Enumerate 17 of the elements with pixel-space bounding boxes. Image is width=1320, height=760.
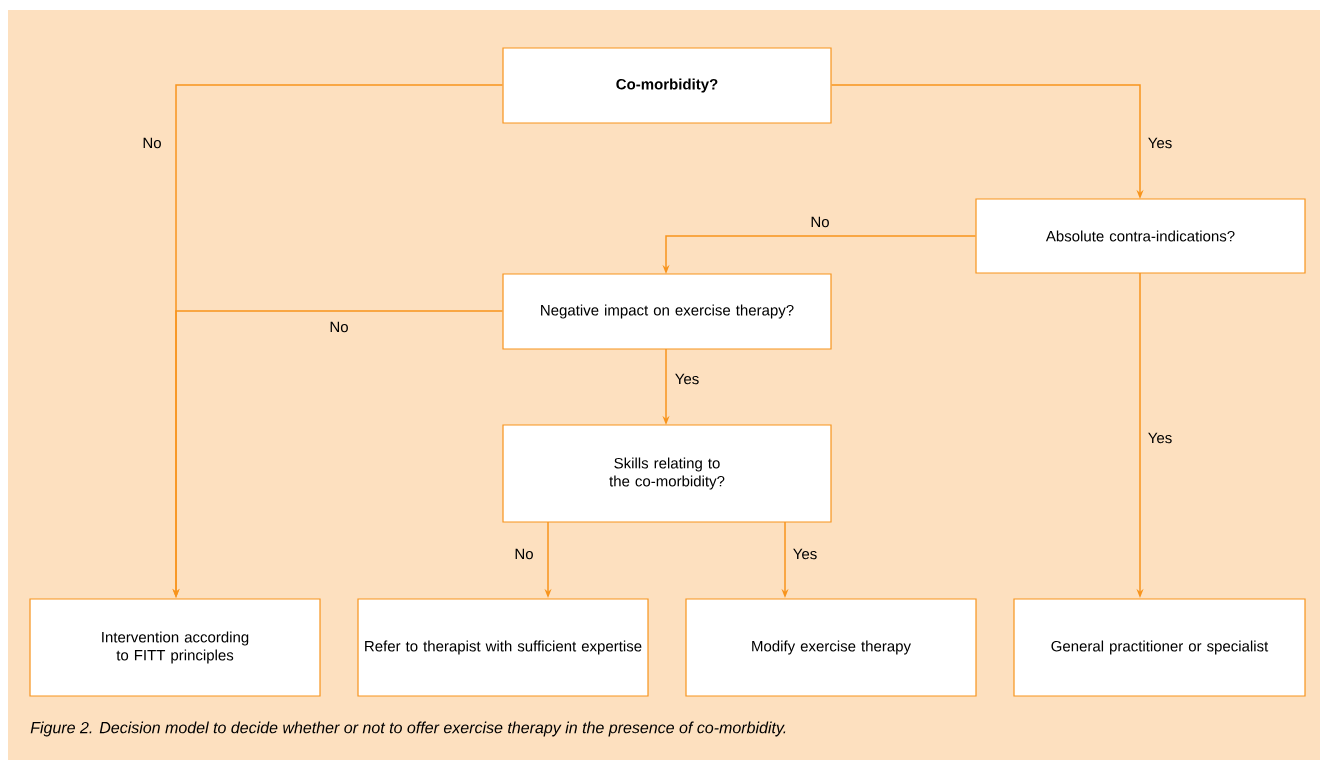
process-box: Skills relating to the co-morbidity? — [502, 424, 832, 523]
edge-label: Yes — [1148, 432, 1172, 444]
caption: Figure 2. Decision model to decide whether or not to offer exercise therapy in the presence of co-morbidity. — [30, 721, 786, 737]
process-box: Absolute contra-indications? — [975, 198, 1306, 274]
process-box: Refer to therapist with sufficient expertise — [357, 598, 649, 697]
edge-label: No — [515, 548, 533, 560]
process-box: Modify exercise therapy — [685, 598, 977, 697]
process-box: General practitioner or specialist — [1013, 598, 1306, 697]
edge-label: No — [811, 216, 829, 228]
edge-label: No — [143, 137, 161, 149]
process-box: Intervention according to FITT principles — [29, 598, 321, 697]
edge-label: Yes — [675, 373, 699, 385]
edge-label: No — [330, 321, 348, 333]
process-box: Co-morbidity? — [502, 47, 832, 124]
process-box: Negative impact on exercise therapy? — [502, 273, 832, 350]
edge-label: Yes — [793, 548, 817, 560]
edge-label: Yes — [1148, 137, 1172, 149]
